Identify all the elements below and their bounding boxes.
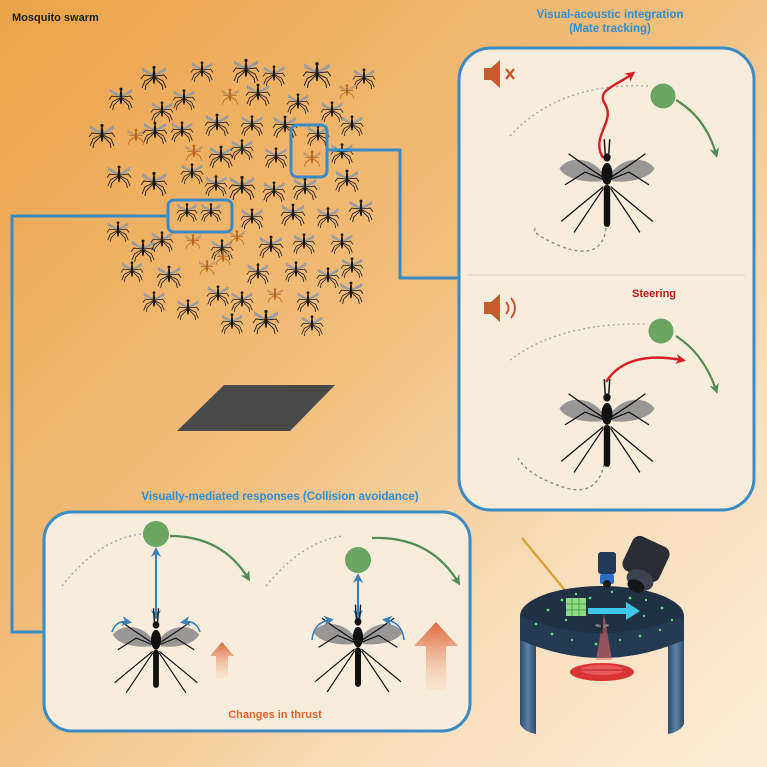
steering-label: Steering [632,288,677,300]
visual-acoustic-subtitle: (Mate tracking) [569,23,651,35]
target-trajectory-arrow [675,99,720,158]
speaker-sound-icon [484,294,516,322]
connector-line-right [327,148,460,280]
thrust-arrow-small [210,642,234,678]
camera-small [598,552,616,588]
visual-acoustic-title: Visual-acoustic integration [536,9,684,21]
thrust-arrow-large [414,622,458,690]
thrust-label: Changes in thrust [228,709,322,721]
target-trajectory-arrow-2 [675,335,719,394]
experimental-arena [520,535,684,734]
stimulus-direction-arrow [588,602,640,620]
target-sphere-3 [143,521,169,547]
ir-light-cone [596,614,612,660]
collision-avoidance-scene-2 [265,535,461,693]
mate-tracking-scene-sound [509,318,719,491]
target-sphere-4 [345,547,371,573]
visual-platform [177,385,335,431]
target-sphere [650,83,676,109]
swarm-title: Mosquito swarm [12,12,99,24]
mate-tracking-scene-muted [509,71,720,252]
connector-line-left [10,214,168,634]
collision-avoidance-scene-1 [61,521,251,694]
camera-large [622,535,670,593]
visually-mediated-title: Visually-mediated responses (Collision a… [141,491,419,503]
target-sphere-2 [648,318,674,344]
flight-path-arrow [598,71,636,159]
mosquito-swarm [88,58,376,336]
visual-acoustic-panel [457,46,756,512]
steering-arrow [604,354,686,383]
speaker-muted-icon [484,60,515,88]
grid-stimulus [566,598,586,616]
